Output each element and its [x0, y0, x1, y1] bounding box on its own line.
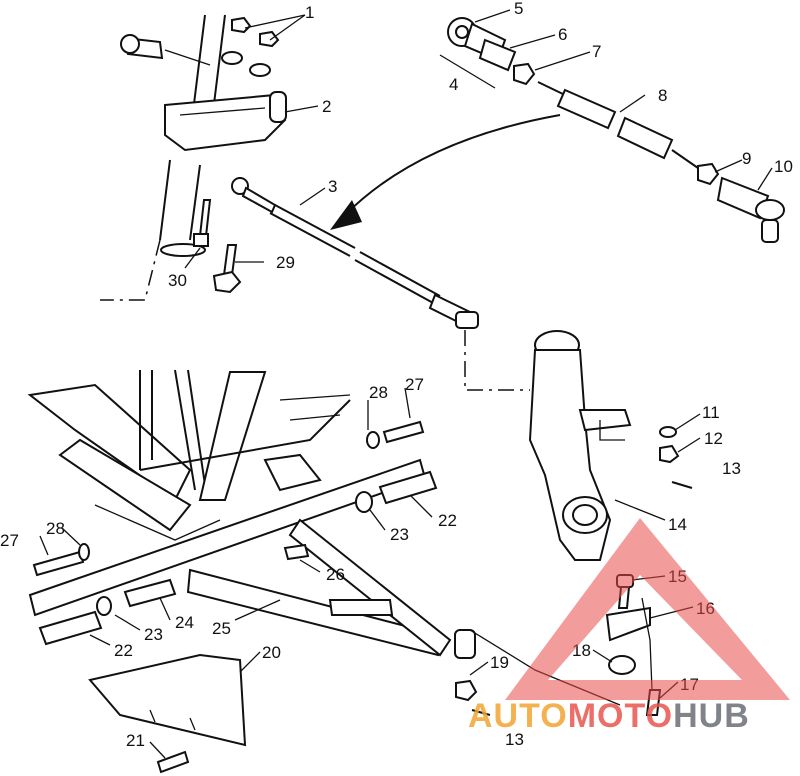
callout-7: 7: [592, 42, 601, 61]
callout-14: 14: [668, 515, 687, 534]
callout-8: 8: [658, 86, 667, 105]
callout-12: 12: [704, 429, 723, 448]
steering-arm-bracket: [164, 51, 287, 152]
callout-26: 26: [326, 565, 345, 584]
adjuster-sleeve-8: [537, 81, 699, 169]
arrow-curve: [344, 114, 561, 216]
callout-28-right: 28: [369, 383, 388, 402]
callout-28-left: 28: [46, 519, 65, 538]
callout-23-left: 23: [144, 625, 163, 644]
callout-3: 3: [328, 177, 337, 196]
tie-rod-end-5: [439, 17, 517, 89]
callout-10: 10: [774, 157, 793, 176]
callout-2: 2: [322, 97, 331, 116]
callout-4: 4: [449, 75, 458, 94]
callout-24: 24: [175, 613, 194, 632]
watermark: AUTOMOTOHUB: [468, 518, 790, 735]
callout-27-left: 27: [0, 531, 19, 550]
callout-1: 1: [305, 3, 314, 22]
bushings-pivot: [38, 470, 438, 646]
callout-21: 21: [126, 731, 145, 750]
watermark-triangle-icon: [505, 518, 790, 700]
callout-23-right: 23: [390, 525, 409, 544]
jam-nut-9: [697, 162, 720, 186]
callout-20: 20: [262, 643, 281, 662]
callout-6: 6: [558, 25, 567, 44]
svg-text:AUTOMOTOHUB: AUTOMOTOHUB: [468, 697, 750, 735]
bolt-29: [212, 244, 242, 294]
arrow-head: [330, 200, 362, 230]
steering-knuckle-14: [528, 330, 632, 561]
callout-29: 29: [276, 253, 295, 272]
callout-27-right: 27: [405, 375, 424, 394]
bolt-27-left: [32, 543, 90, 577]
a-arm-25: [28, 458, 476, 659]
watermark-moto: MOTO: [568, 697, 673, 735]
skid-plate-20: [88, 653, 247, 774]
callout-19: 19: [490, 653, 509, 672]
tie-rod-end-small: [120, 34, 211, 66]
callout-5: 5: [514, 0, 523, 18]
tie-rod-3: [231, 177, 530, 391]
callout-22-right: 22: [438, 511, 457, 530]
watermark-auto: AUTO: [468, 697, 568, 735]
jam-nut-7: [513, 62, 536, 86]
callout-13: 13: [722, 459, 741, 478]
bolt-30: [193, 199, 212, 247]
bolt-27-right: [366, 420, 425, 449]
callout-30: 30: [168, 271, 187, 290]
callout-11: 11: [702, 403, 720, 422]
callout-22-left: 22: [114, 641, 133, 660]
frame-structure: [27, 369, 351, 541]
callout-25: 25: [212, 619, 231, 638]
callout-9: 9: [742, 149, 751, 168]
tie-rod-end-10: [716, 176, 785, 243]
watermark-hub: HUB: [673, 697, 750, 735]
callout-13-lower: 13: [505, 730, 524, 749]
